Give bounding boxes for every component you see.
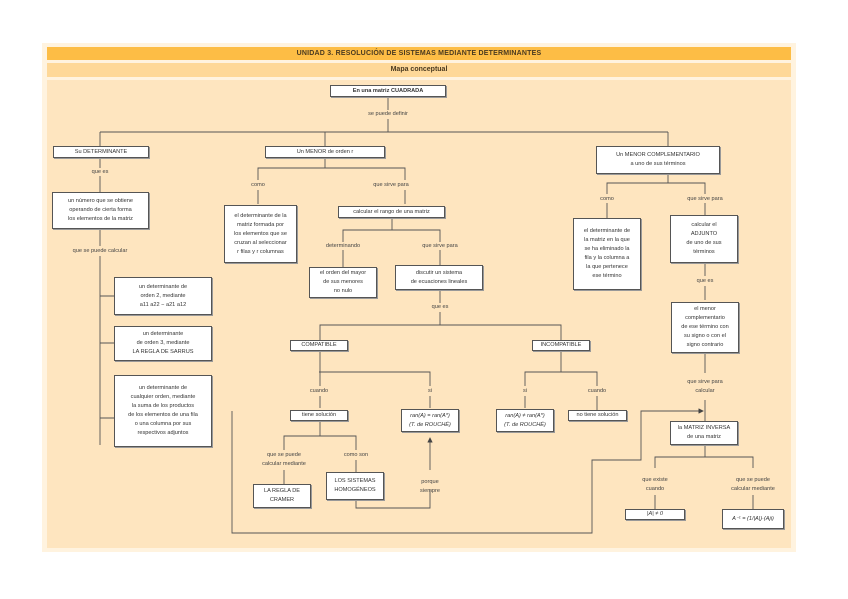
edge-incompatible bbox=[524, 351, 598, 410]
label-como-son: como son bbox=[343, 452, 369, 458]
node-incompatible: INCOMPATIBLE bbox=[532, 340, 590, 351]
label-que-es-3: que es bbox=[696, 278, 714, 284]
node-rango-distinto: ran(A) ≠ ran(A*) (T. de ROUCHÉ) bbox=[496, 409, 554, 432]
label-que-se-puede-calcular-mediante-2: que se puede calcular mediante bbox=[731, 477, 775, 492]
node-adjunto: calcular el ADJUNTO de uno de sus términ… bbox=[670, 215, 738, 263]
edge-det-branches bbox=[100, 295, 114, 419]
node-orden-2: un determinante de orden 2, mediante a11… bbox=[114, 277, 212, 315]
node-compatible: COMPATIBLE bbox=[290, 340, 348, 351]
node-menor: Un MENOR de orden r bbox=[265, 146, 385, 158]
node-no-tiene-solucion: no tiene solución bbox=[568, 410, 627, 421]
node-rango: calcular el rango de una matriz bbox=[338, 206, 445, 218]
label-que-se-puede-calcular-mediante: que se puede calcular mediante bbox=[262, 452, 306, 467]
label-cuando-2: cuando bbox=[587, 388, 607, 394]
edge-menor bbox=[257, 158, 406, 180]
node-formula-inversa: A⁻¹ = (1/|A|)·(Aji) bbox=[722, 509, 784, 529]
label-como: como bbox=[251, 182, 265, 188]
edge-top-branch bbox=[99, 131, 669, 146]
label-se-puede-definir: se puede definir bbox=[368, 111, 408, 117]
label-si: si bbox=[427, 388, 433, 394]
edge-inversa bbox=[654, 445, 754, 509]
unit-title: UNIDAD 3. RESOLUCIÓN DE SISTEMAS MEDIANT… bbox=[47, 47, 791, 60]
label-que-sirve-para-2: que sirve para bbox=[422, 243, 458, 249]
node-orden-3: un determinante de orden 3, mediante LA … bbox=[114, 326, 212, 361]
label-que-es-2: que es bbox=[431, 304, 449, 310]
node-complementario-definicion: el determinante de la matriz en la que s… bbox=[573, 218, 641, 290]
node-matriz-inversa: la MATRIZ INVERSA de una matriz bbox=[670, 421, 738, 445]
label-determinando: determinando bbox=[325, 243, 361, 249]
label-que-sirve-para: que sirve para bbox=[373, 182, 409, 188]
edge-compl bbox=[606, 174, 706, 218]
node-homogeneos: LOS SISTEMAS HOMOGÉNEOS bbox=[326, 472, 384, 500]
node-menor-complementario: Un MENOR COMPLEMENTARIO a uno de sus tér… bbox=[596, 146, 720, 174]
label-que-sirve-para-calcular: que sirve para calcular bbox=[687, 379, 723, 394]
node-menor-definicion: el determinante de la matriz formada por… bbox=[224, 205, 297, 263]
edge-porque bbox=[355, 438, 430, 509]
edge-discutir bbox=[319, 290, 562, 340]
label-que-existe-cuando: que existe cuando bbox=[642, 477, 668, 492]
node-discutir: discutir un sistema de ecuaciones lineal… bbox=[395, 265, 483, 290]
node-det-no-cero: |A| ≠ 0 bbox=[625, 509, 685, 520]
label-cuando: cuando bbox=[309, 388, 329, 394]
label-porque-siempre: porque siempre bbox=[420, 479, 440, 494]
edge-adjuntos-to-inversa bbox=[231, 408, 704, 534]
edge-menor-sirve bbox=[342, 190, 441, 267]
node-rango-igual: ran(A) = ran(A*) (T. de ROUCHÉ) bbox=[401, 409, 459, 432]
node-root: En una matriz CUADRADA bbox=[330, 85, 446, 97]
label-como-2: como bbox=[600, 196, 614, 202]
node-cualquier-orden: un determinante de cualquier orden, medi… bbox=[114, 375, 212, 447]
node-determinante: Su DETERMINANTE bbox=[53, 146, 149, 158]
edge-compatible bbox=[319, 351, 431, 408]
section-subtitle: Mapa conceptual bbox=[47, 63, 791, 77]
node-numero: un número que se obtiene operando de cie… bbox=[52, 192, 149, 229]
label-si-2: si bbox=[522, 388, 528, 394]
node-menor-signo: el menor complementario de ese término c… bbox=[671, 302, 739, 353]
edge-tiene bbox=[283, 421, 357, 450]
node-cramer: LA REGLA DE CRAMER bbox=[253, 484, 311, 508]
node-tiene-solucion: tiene solución bbox=[290, 410, 348, 421]
label-que-es: que es bbox=[91, 169, 109, 175]
node-orden-mayor: el orden del mayor de sus menores no nul… bbox=[309, 267, 377, 298]
label-que-sirve-para-3: que sirve para bbox=[687, 196, 723, 202]
label-que-se-puede-calcular: que se puede calcular bbox=[72, 248, 128, 254]
